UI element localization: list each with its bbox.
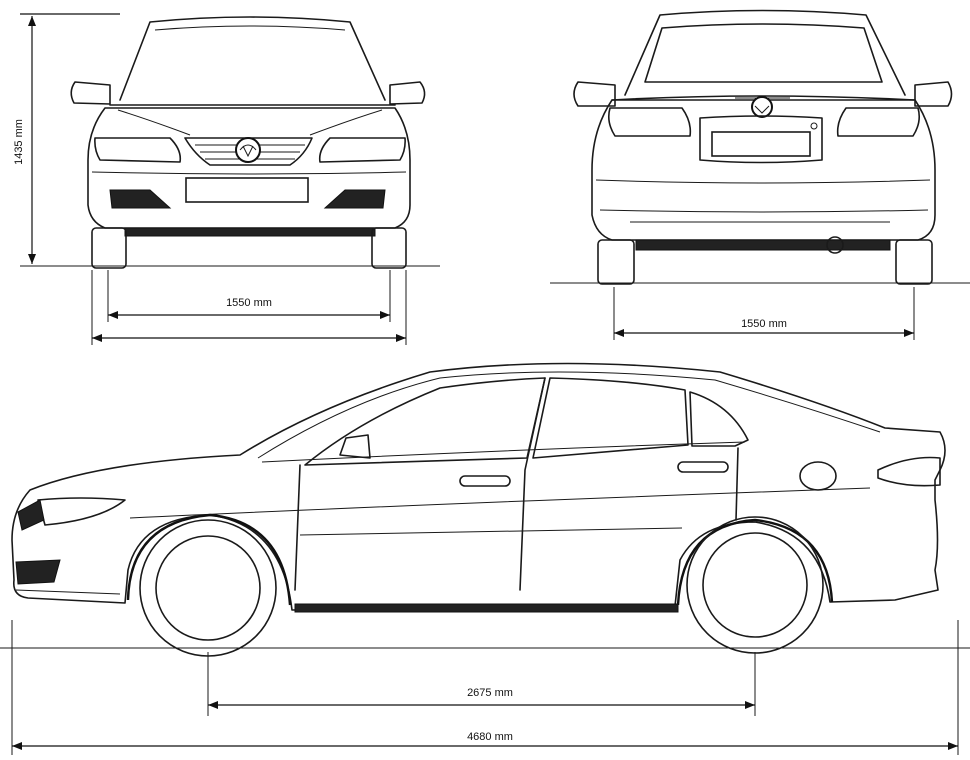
front-logo xyxy=(235,137,261,163)
dimension-rear-track: 1550 mm xyxy=(613,287,915,340)
side-view xyxy=(0,362,970,657)
rear-track-label: 1550 mm xyxy=(741,318,787,330)
dimension-height: 1435 mm xyxy=(13,13,120,264)
front-track-label: 1550 mm xyxy=(226,297,272,309)
dimension-wheelbase: 2675 mm xyxy=(207,652,756,716)
rear-view xyxy=(550,9,970,285)
rear-logo xyxy=(751,96,773,118)
dimension-overall-length: 4680 mm xyxy=(11,620,959,755)
dimension-front-track: 1550 mm xyxy=(91,270,407,345)
overall-length-label: 4680 mm xyxy=(467,731,513,743)
front-view xyxy=(20,16,440,269)
wheelbase-label: 2675 mm xyxy=(467,687,513,699)
height-label: 1435 mm xyxy=(13,119,25,165)
